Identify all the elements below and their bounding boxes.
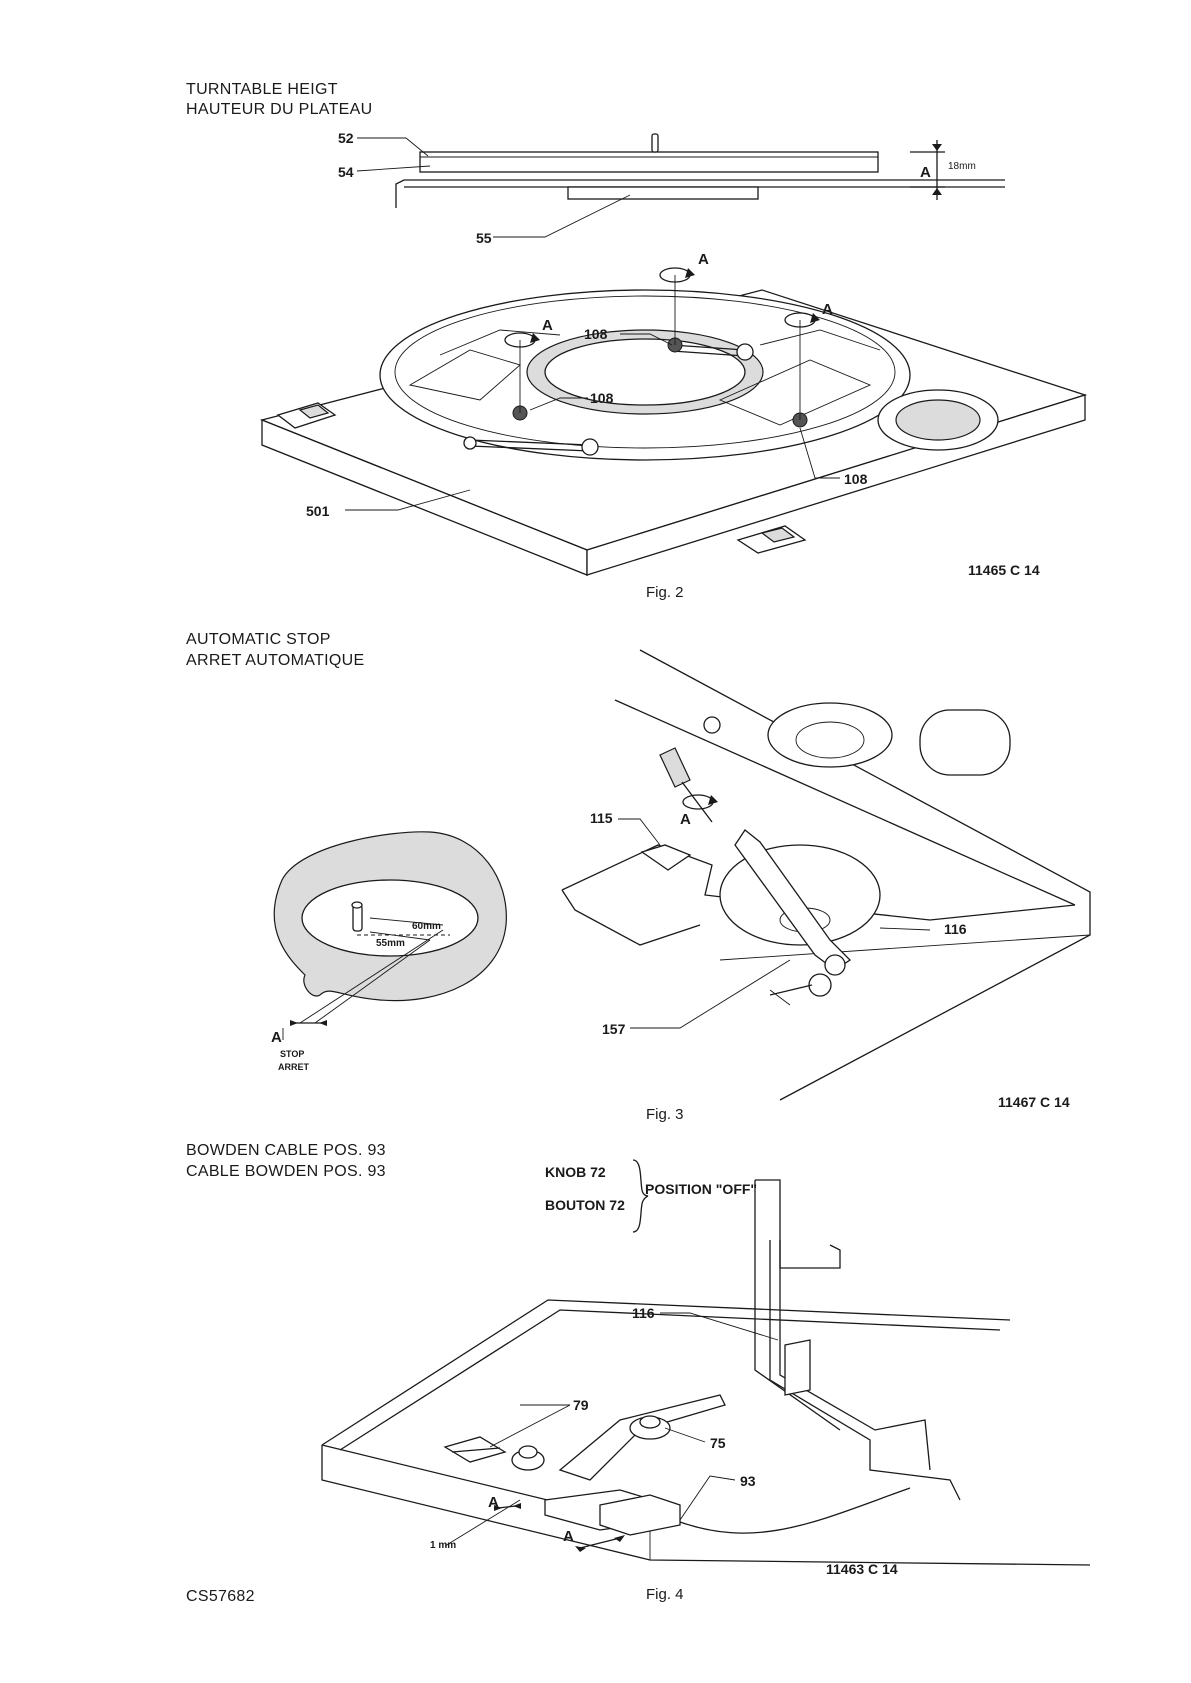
label-60mm: 60mm <box>412 921 441 932</box>
rotation-arrow-left <box>504 332 540 348</box>
label-1mm: 1 mm <box>430 1540 457 1551</box>
motor-body <box>919 709 1011 776</box>
bowden-cable-heading-en: BOWDEN CABLE POS. 93 <box>186 1142 386 1159</box>
label-93: 93 <box>740 1473 756 1489</box>
platter-side-view <box>419 151 879 173</box>
fig2-turntable-height-diagram <box>259 133 1088 576</box>
turntable-height-heading-fr: HAUTEUR DU PLATEAU <box>186 101 373 118</box>
fig4-drawing-code: 11463 C 14 <box>826 1561 898 1577</box>
fig2-caption: Fig. 2 <box>646 584 684 601</box>
chassis-side-view <box>395 179 1005 208</box>
screwdriver-handle <box>659 747 691 788</box>
label-knob-72: KNOB 72 <box>545 1164 606 1180</box>
label-79: 79 <box>573 1397 589 1413</box>
label-position-off: POSITION "OFF" <box>645 1181 758 1197</box>
label-501: 501 <box>306 503 330 519</box>
motor-pulley <box>767 702 893 768</box>
bowden-cable-heading-fr: CABLE BOWDEN POS. 93 <box>186 1163 386 1180</box>
label-54: 54 <box>338 164 354 180</box>
label-108-left: 108 <box>590 390 614 406</box>
label-157: 157 <box>602 1021 626 1037</box>
label-108-middle: 108 <box>584 326 608 342</box>
tray-edge-back <box>321 1299 1011 1446</box>
label-52: 52 <box>338 130 354 146</box>
label-115: 115 <box>590 810 613 826</box>
fig4-caption: Fig. 4 <box>646 1586 684 1603</box>
label-75: 75 <box>710 1435 726 1451</box>
automatic-stop-heading-fr: ARRET AUTOMATIQUE <box>186 652 365 669</box>
chassis-edge <box>639 649 1091 1101</box>
label-A-right: A <box>822 301 833 318</box>
label-stop: STOP <box>280 1049 305 1059</box>
rotation-arrow-right <box>784 312 820 328</box>
wall-116 <box>769 1240 961 1501</box>
brace <box>632 1159 649 1233</box>
label-116: 116 <box>632 1305 655 1321</box>
subplatter-side-view <box>567 186 759 200</box>
document-code: CS57682 <box>186 1588 255 1605</box>
spindle <box>352 904 363 932</box>
label-108-right: 108 <box>844 471 868 487</box>
tray-edge-front <box>321 1445 1091 1566</box>
rotation-arrow-screw <box>682 794 718 810</box>
fig3-drawing-code: 11467 C 14 <box>998 1094 1070 1110</box>
label-A-gap: A <box>488 1494 499 1511</box>
bracket-115 <box>640 844 692 871</box>
label-A-side: A <box>920 164 931 181</box>
label-A-middle: A <box>698 251 709 268</box>
turntable-height-heading-en: TURNTABLE HEIGT <box>186 81 338 98</box>
bowden-cable-93 <box>679 1487 911 1534</box>
label-A-screwdriver: A <box>680 811 691 828</box>
label-55: 55 <box>476 230 492 246</box>
label-A-stop: A <box>271 1029 282 1046</box>
fig2-drawing-code: 11465 C 14 <box>968 562 1040 578</box>
fig3-caption: Fig. 3 <box>646 1106 684 1123</box>
label-bouton-72: BOUTON 72 <box>545 1197 625 1213</box>
label-A-slide: A <box>563 1528 574 1545</box>
label-18mm: 18mm <box>948 161 976 172</box>
fig3-automatic-stop-diagram <box>273 649 1091 1101</box>
label-116: 116 <box>944 921 967 937</box>
spindle-side-view <box>651 133 659 153</box>
fig4-bowden-cable-diagram <box>321 1159 1091 1566</box>
label-arret: ARRET <box>278 1062 309 1072</box>
record-label-area <box>301 879 479 957</box>
lever-75 <box>558 1394 726 1481</box>
label-55mm: 55mm <box>376 938 405 949</box>
label-A-left: A <box>542 317 553 334</box>
rotation-arrow-middle <box>659 267 695 283</box>
automatic-stop-heading-en: AUTOMATIC STOP <box>186 631 331 648</box>
